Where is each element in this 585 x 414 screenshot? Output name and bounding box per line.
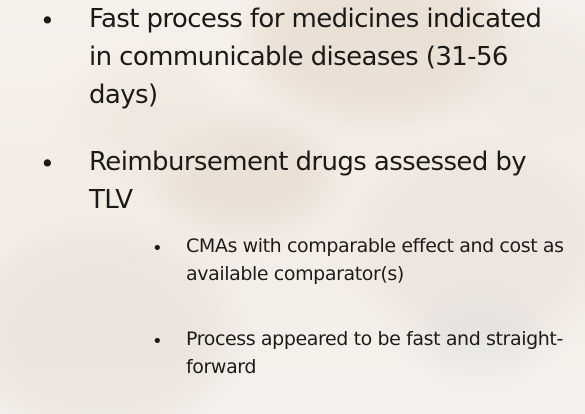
bullet-marker: • (40, 6, 55, 35)
photo-blur-shape (470, 20, 585, 140)
photo-blur-shape (420, 300, 540, 370)
bullet-text: Reimbursement drugs assessed by TLV (89, 147, 527, 215)
sub-bullet-marker: • (152, 331, 163, 352)
sub-bullet-text: Process appeared to be fast and straight… (186, 328, 563, 378)
photo-blur-shape (80, 60, 220, 180)
photo-blur-shape (360, 150, 585, 340)
sub-bullet-text: CMAs with comparable effect and cost as … (186, 235, 564, 285)
bullet-marker: • (40, 149, 55, 178)
bullet-text: Fast process for medicines indicated in … (89, 4, 542, 110)
photo-blur-shape (0, 230, 230, 414)
sub-bullet-marker: • (152, 238, 163, 259)
